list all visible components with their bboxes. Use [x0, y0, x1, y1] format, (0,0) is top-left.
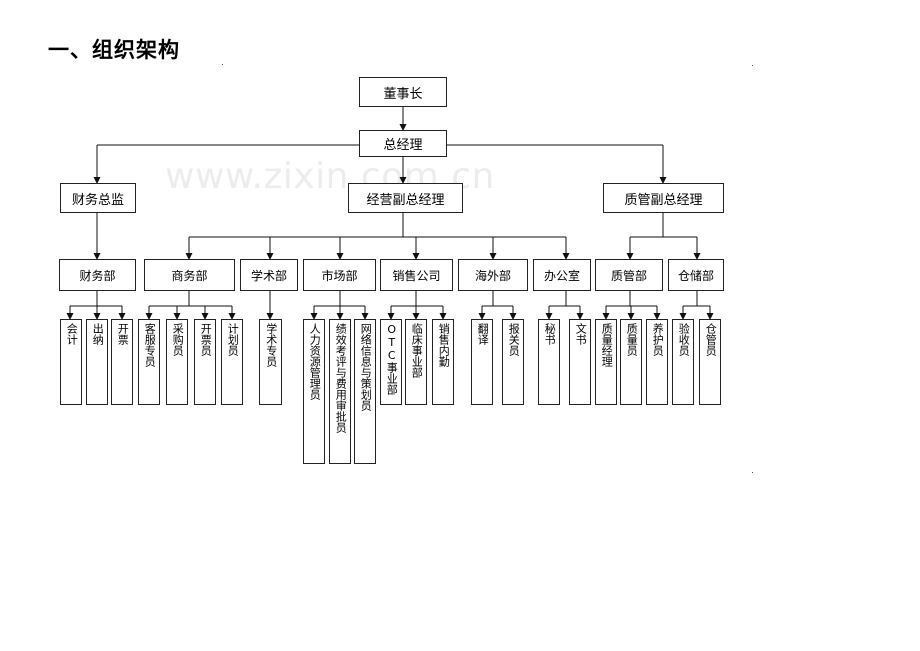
position-label: 翻译	[476, 323, 490, 345]
position-translator: 翻译	[471, 319, 493, 405]
finance-director-box: 财务总监	[60, 183, 136, 213]
position-label: 出纳	[91, 323, 105, 345]
position-label: 客服专员	[143, 323, 157, 367]
position-label: 质量员	[625, 323, 639, 356]
position-inspector: 验收员	[672, 319, 694, 405]
dept-storage: 仓储部	[668, 259, 724, 291]
position-academic-specialist: 学术专员	[259, 319, 282, 405]
general-manager-box: 总经理	[359, 130, 447, 157]
position-performance-expense: 绩效考评与费用审批员	[329, 319, 351, 464]
position-secretary: 秘书	[538, 319, 560, 405]
dept-marketing: 市场部	[303, 259, 376, 291]
position-sales-support: 销售内勤	[432, 319, 454, 405]
dept-academic: 学术部	[240, 259, 298, 291]
position-label: 采购员	[171, 323, 185, 356]
position-label: 仓管员	[704, 323, 718, 356]
position-network-planning: 网络信息与策划员	[354, 319, 376, 464]
position-label: 销售内勤	[437, 323, 451, 367]
corner-mark	[752, 65, 753, 66]
position-label: 验收员	[677, 323, 691, 356]
position-label: 养护员	[651, 323, 665, 356]
position-label: 网络信息与策划员	[359, 323, 373, 411]
dept-sales-company: 销售公司	[380, 259, 453, 291]
position-hr-admin: 人力资源管理员	[303, 319, 325, 464]
position-label: 会计	[65, 323, 79, 345]
position-customer-service: 客服专员	[138, 319, 160, 405]
position-label: 人力资源管理员	[308, 323, 322, 400]
business-vp-box: 经营副总经理	[348, 183, 463, 213]
position-invoicing-clerk: 开票员	[194, 319, 216, 405]
position-maintenance-officer: 养护员	[646, 319, 668, 405]
position-clerk: 文书	[569, 319, 591, 405]
corner-mark	[752, 472, 753, 473]
position-label: 临床事业部	[410, 323, 424, 378]
dept-commerce: 商务部	[144, 259, 235, 291]
position-label: 绩效考评与费用审批员	[334, 323, 348, 433]
position-otc-division: OTC事业部	[380, 319, 402, 405]
position-label: 报关员	[507, 323, 521, 356]
position-cashier: 出纳	[86, 319, 108, 405]
position-label: 学术专员	[264, 323, 278, 367]
position-quality-manager: 质量经理	[595, 319, 617, 405]
position-quality-officer: 质量员	[620, 319, 642, 405]
position-label: 文书	[574, 323, 588, 345]
position-label: 秘书	[543, 323, 557, 345]
page-title: 一、组织架构	[48, 38, 180, 62]
position-label: 计划员	[226, 323, 240, 356]
position-purchaser: 采购员	[166, 319, 188, 405]
corner-mark	[222, 64, 223, 65]
quality-vp-box: 质管副总经理	[603, 183, 724, 213]
position-label: 开票员	[199, 323, 213, 356]
position-planner: 计划员	[221, 319, 243, 405]
position-accountant: 会计	[60, 319, 82, 405]
position-invoicing: 开票	[111, 319, 133, 405]
dept-quality: 质管部	[595, 259, 663, 291]
position-clinical-division: 临床事业部	[405, 319, 427, 405]
position-customs-clerk: 报关员	[502, 319, 524, 405]
dept-overseas: 海外部	[458, 259, 528, 291]
position-label: OTC事业部	[385, 323, 399, 395]
position-label: 开票	[116, 323, 130, 345]
position-warehouse-keeper: 仓管员	[699, 319, 721, 405]
dept-office: 办公室	[533, 259, 591, 291]
dept-finance: 财务部	[59, 259, 136, 291]
position-label: 质量经理	[600, 323, 614, 367]
chairman-box: 董事长	[359, 77, 447, 107]
